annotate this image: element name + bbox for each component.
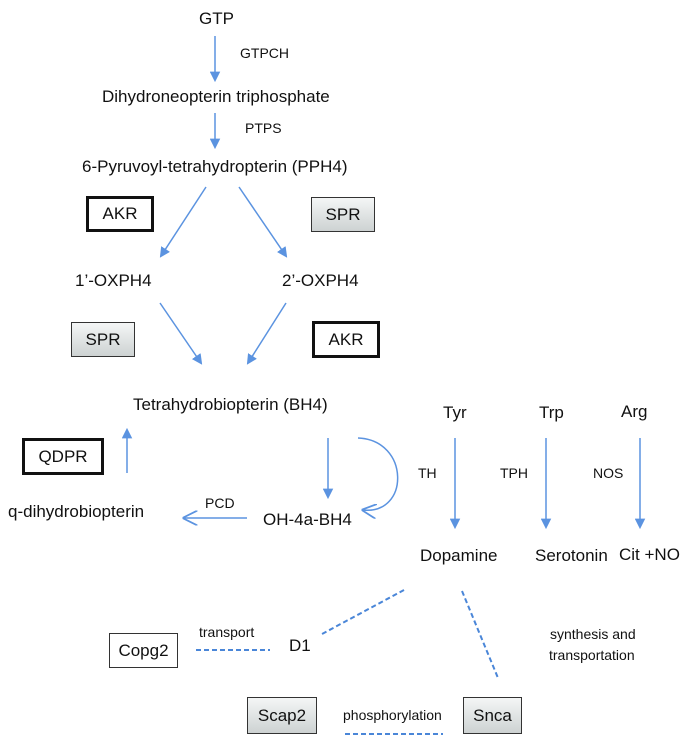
relation-transportation: transportation xyxy=(549,647,635,663)
enzyme-box-akr: AKR xyxy=(312,321,380,358)
metabolite-pph4: 6-Pyruvoyl-tetrahydropterin (PPH4) xyxy=(82,157,348,176)
metabolite-gtp: GTP xyxy=(199,9,234,28)
enzyme-tph: TPH xyxy=(500,465,528,481)
metabolite-q-dihydrobiopterin: q-dihydrobiopterin xyxy=(8,502,145,521)
enzyme-box-spr: SPR xyxy=(311,197,375,232)
enzyme-pcd: PCD xyxy=(205,495,235,511)
protein-box-copg2: Copg2 xyxy=(109,633,178,668)
enzyme-box-akr: AKR xyxy=(86,196,154,232)
metabolite-dopamine: Dopamine xyxy=(420,546,498,565)
dashed-dopamine-snca xyxy=(461,590,499,679)
arrow-pph4-oxph2 xyxy=(238,186,288,258)
enzyme-th: TH xyxy=(418,465,437,481)
enzyme-ptps: PTPS xyxy=(245,120,282,136)
metabolite-serotonin: Serotonin xyxy=(535,546,608,565)
relation-transport: transport xyxy=(199,624,255,640)
metabolite-cit-no: Cit +NO xyxy=(619,545,680,564)
relation-synthesis: synthesis and xyxy=(550,626,636,642)
metabolite-arg: Arg xyxy=(621,402,648,421)
metabolite-tyr: Tyr xyxy=(443,403,467,422)
relation-phosphorylation: phosphorylation xyxy=(343,707,442,723)
metabolite-oh-4a-bh4: OH-4a-BH4 xyxy=(263,510,352,529)
dashed-dopamine-d1 xyxy=(321,589,405,635)
protein-d1: D1 xyxy=(289,636,311,655)
enzyme-nos: NOS xyxy=(593,465,624,481)
arrow-oxph2-bh4 xyxy=(246,302,287,365)
protein-box-scap2: Scap2 xyxy=(247,697,317,734)
metabolite-2-oxph4: 2’-OXPH4 xyxy=(282,271,359,290)
enzyme-box-qdpr: QDPR xyxy=(22,438,104,475)
arrow-regeneration-loop xyxy=(357,437,399,510)
metabolite-trp: Trp xyxy=(539,403,564,422)
enzyme-gtpch: GTPCH xyxy=(240,45,289,61)
metabolite-1-oxph4: 1’-OXPH4 xyxy=(75,271,152,290)
arrow-oxph1-bh4 xyxy=(159,302,203,365)
metabolite-bh4: Tetrahydrobiopterin (BH4) xyxy=(133,395,328,414)
enzyme-box-spr: SPR xyxy=(71,322,135,357)
arrow-pph4-oxph1 xyxy=(159,186,207,258)
protein-box-snca: Snca xyxy=(463,697,522,734)
metabolite-dihydroneopterin: Dihydroneopterin triphosphate xyxy=(102,87,330,106)
